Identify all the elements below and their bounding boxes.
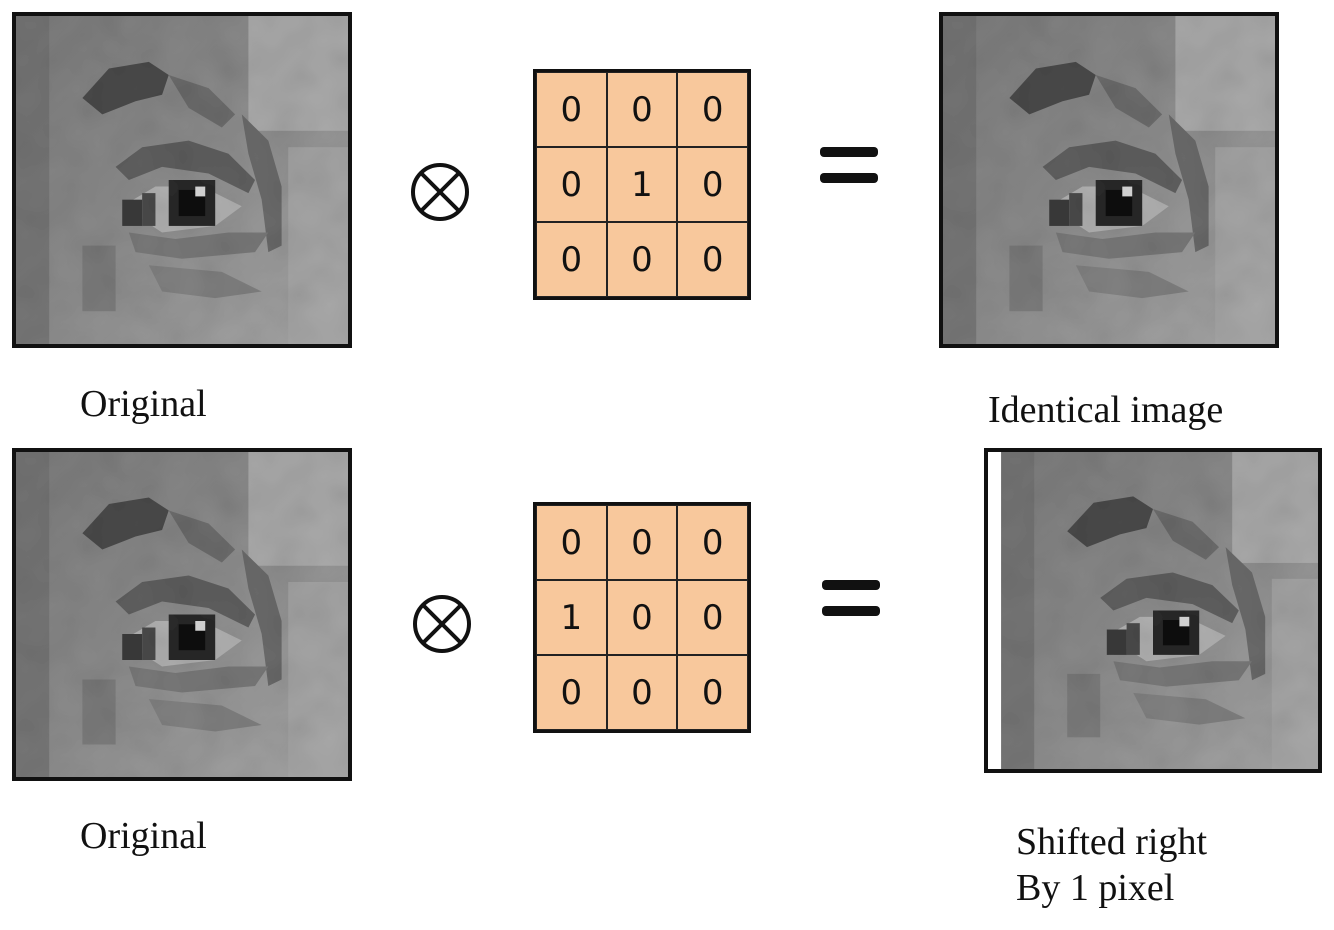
output-image bbox=[939, 12, 1279, 348]
equals-icon bbox=[820, 147, 878, 183]
kernel-cell: 0 bbox=[606, 222, 678, 297]
kernel-cell: 0 bbox=[536, 655, 607, 730]
kernel-cell: 0 bbox=[677, 222, 748, 297]
kernel-cell: 0 bbox=[677, 72, 748, 147]
kernel-cell: 0 bbox=[536, 505, 607, 580]
circled-times-icon bbox=[411, 163, 469, 221]
input-label: Original bbox=[80, 815, 207, 857]
kernel-cell: 0 bbox=[536, 72, 607, 147]
kernel-cell: 0 bbox=[677, 655, 748, 730]
kernel-cell: 0 bbox=[606, 505, 678, 580]
kernel-cell: 0 bbox=[536, 147, 607, 222]
kernel-cell: 1 bbox=[606, 147, 678, 222]
kernel-cell: 0 bbox=[677, 505, 748, 580]
equals-icon bbox=[822, 580, 880, 616]
circled-times-icon bbox=[413, 595, 471, 653]
eye-photo bbox=[988, 452, 1318, 769]
kernel-cell: 0 bbox=[606, 580, 678, 655]
kernel-cell: 0 bbox=[677, 147, 748, 222]
eye-photo bbox=[16, 452, 348, 777]
kernel-cell: 0 bbox=[606, 72, 678, 147]
kernel-cell: 0 bbox=[606, 655, 678, 730]
original-image bbox=[12, 12, 352, 348]
kernel-cell: 0 bbox=[536, 222, 607, 297]
eye-photo bbox=[943, 16, 1275, 344]
output-label-line-1: Shifted right bbox=[1016, 821, 1208, 863]
output-label: Identical image bbox=[988, 389, 1224, 431]
original-image bbox=[12, 448, 352, 781]
kernel-cell: 1 bbox=[536, 580, 607, 655]
input-label: Original bbox=[80, 383, 207, 425]
output-label-line-2: By 1 pixel bbox=[1016, 866, 1175, 909]
kernel-cell: 0 bbox=[677, 580, 748, 655]
eye-photo bbox=[16, 16, 348, 344]
output-label: Shifted right By 1 pixel bbox=[1016, 820, 1207, 911]
output-image-shifted bbox=[984, 448, 1322, 773]
